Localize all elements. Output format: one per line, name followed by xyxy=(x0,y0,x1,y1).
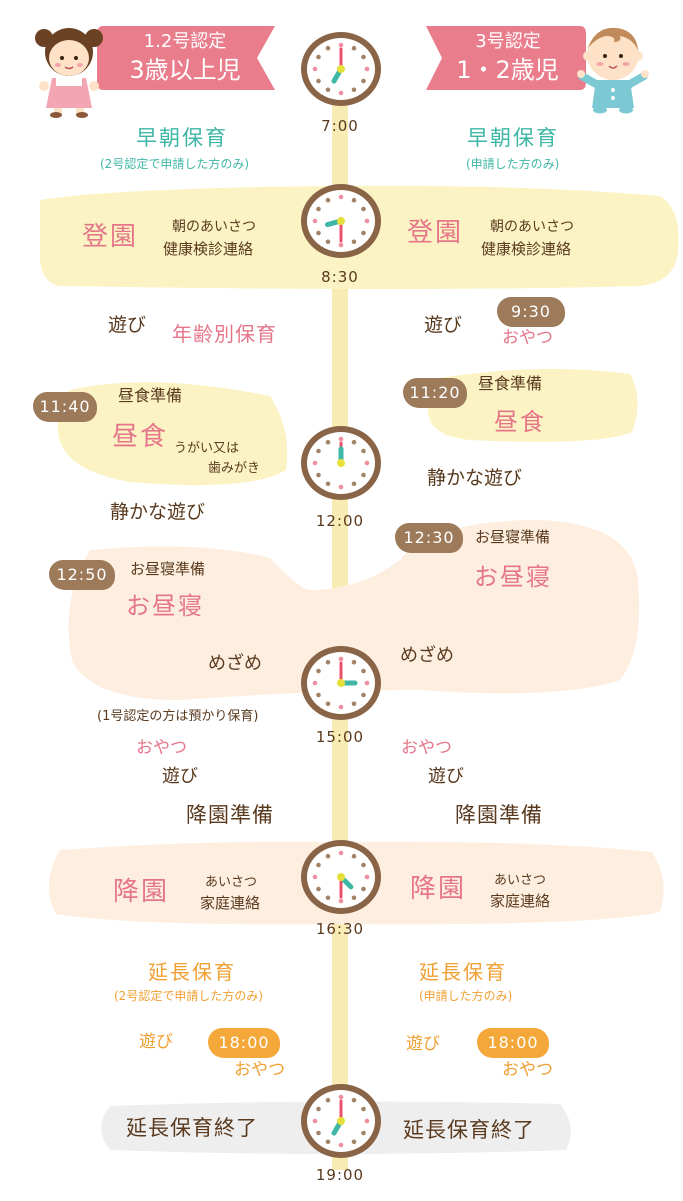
right-lunch: 昼食 xyxy=(494,408,546,436)
band-right-lunch xyxy=(428,368,638,442)
left-header-line1: 1.2号認定 xyxy=(143,31,227,52)
right-ext-snack: おやつ xyxy=(502,1060,553,1080)
right-ext-title: 延長保育 xyxy=(419,960,507,984)
right-nap-time-badge: 12:30 xyxy=(395,523,463,553)
clock-icon xyxy=(301,426,381,500)
right-ext-end: 延長保育終了 xyxy=(403,1118,535,1142)
left-ext-title: 延長保育 xyxy=(148,960,236,984)
time-label-1500: 15:00 xyxy=(315,728,365,746)
left-lunch-time-badge: 11:40 xyxy=(33,392,97,422)
right-quiet-play: 静かな遊び xyxy=(427,467,523,489)
left-header-line2: 3歳以上児 xyxy=(129,56,241,84)
right-snack: おやつ xyxy=(401,738,452,758)
right-leave-note2: 家庭連絡 xyxy=(490,892,551,910)
left-header-ribbon xyxy=(97,26,275,90)
left-leave-prep: 降園準備 xyxy=(186,803,274,827)
girl-icon xyxy=(35,28,103,118)
left-ext-play: 遊び xyxy=(139,1032,173,1052)
left-play: 遊び xyxy=(108,314,147,336)
left-nap-time-badge: 12:50 xyxy=(49,560,115,590)
left-early-title: 早朝保育 xyxy=(136,126,228,150)
right-lunch-time-badge: 11:20 xyxy=(403,378,467,408)
right-nap: お昼寝 xyxy=(474,563,552,591)
right-early-title: 早朝保育 xyxy=(467,126,559,150)
band-left-lunch xyxy=(57,382,288,486)
right-ext-time-badge: 18:00 xyxy=(477,1028,549,1058)
right-header-line2: 1・2歳児 xyxy=(456,56,559,84)
left-leave: 降園 xyxy=(113,877,170,907)
right-arrival: 登園 xyxy=(407,218,464,248)
time-label-1200: 12:00 xyxy=(315,512,365,530)
right-snack-time-badge: 9:30 xyxy=(497,297,565,327)
left-arrival: 登園 xyxy=(82,222,139,252)
left-snack: おやつ xyxy=(136,738,187,758)
left-lunch-note1: うがい又は xyxy=(174,441,240,456)
baby-icon xyxy=(577,27,649,114)
time-label-1900: 19:00 xyxy=(315,1166,365,1184)
time-label-0700: 7:00 xyxy=(321,117,359,135)
right-leave-prep: 降園準備 xyxy=(455,803,543,827)
left-arrival-note1: 朝のあいさつ xyxy=(172,219,256,235)
right-early-note: (申請した方のみ) xyxy=(466,157,560,171)
left-arrival-note2: 健康検診連絡 xyxy=(163,240,254,258)
right-ext-play: 遊び xyxy=(406,1034,440,1054)
time-label-0830: 8:30 xyxy=(321,268,359,286)
clock-icon xyxy=(301,646,381,720)
left-ext-note: (2号認定で申請した方のみ) xyxy=(114,989,263,1003)
left-ext-end: 延長保育終了 xyxy=(126,1116,258,1140)
clock-icon xyxy=(301,1084,381,1158)
left-type1-note: (1号認定の方は預かり保育) xyxy=(97,709,259,724)
left-lunch-prep: 昼食準備 xyxy=(118,386,183,405)
right-arrival-note2: 健康検診連絡 xyxy=(481,240,572,258)
left-leave-note1: あいさつ xyxy=(205,875,258,890)
left-age-care: 年齢別保育 xyxy=(172,322,277,346)
left-nap-prep: お昼寝準備 xyxy=(130,560,206,578)
left-play2: 遊び xyxy=(162,766,198,787)
right-wake: めざめ xyxy=(400,645,454,666)
right-header-line1: 3号認定 xyxy=(475,31,541,52)
time-label-1630: 16:30 xyxy=(315,920,365,938)
clock-icon xyxy=(301,32,381,106)
right-leave: 降園 xyxy=(410,874,467,904)
clock-icon xyxy=(301,184,381,258)
right-play: 遊び xyxy=(424,314,463,336)
right-header-ribbon xyxy=(426,26,586,90)
right-snack-am: おやつ xyxy=(502,328,553,348)
left-leave-note2: 家庭連絡 xyxy=(200,894,261,912)
clock-icon xyxy=(301,840,381,914)
right-lunch-prep: 昼食準備 xyxy=(478,374,543,393)
left-lunch-note2: 歯みがき xyxy=(208,461,261,476)
right-leave-note1: あいさつ xyxy=(494,873,547,888)
right-ext-note: (申請した方のみ) xyxy=(419,989,513,1003)
left-lunch: 昼食 xyxy=(112,422,169,452)
right-nap-prep: お昼寝準備 xyxy=(475,528,551,546)
left-ext-time-badge: 18:00 xyxy=(208,1028,280,1058)
left-nap: お昼寝 xyxy=(126,592,204,620)
left-wake: めざめ xyxy=(208,653,262,674)
right-arrival-note1: 朝のあいさつ xyxy=(490,219,574,235)
right-play2: 遊び xyxy=(428,766,464,787)
left-ext-snack: おやつ xyxy=(234,1060,285,1080)
left-early-note: (2号認定で申請した方のみ) xyxy=(100,157,249,171)
left-quiet-play: 静かな遊び xyxy=(110,501,206,523)
band-nap xyxy=(68,520,640,700)
